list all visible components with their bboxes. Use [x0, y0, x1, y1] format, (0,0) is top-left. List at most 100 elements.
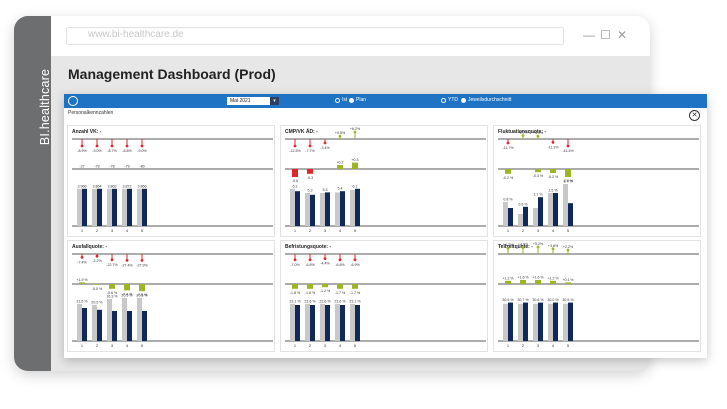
bar-value-label: 3.863: [108, 184, 117, 188]
mid-delta-bar: [352, 162, 358, 169]
kpi-card[interactable]: Ausfallquote: --7.4%+1.9 %21.5 %1-2.2%-0…: [67, 240, 275, 352]
refresh-icon[interactable]: [68, 96, 78, 106]
top-delta-label: +4.2%: [503, 243, 514, 247]
radio-ist[interactable]: [335, 98, 340, 103]
top-delta-dot: [536, 245, 540, 249]
x-tick-label: 2: [522, 343, 525, 348]
bar-current: [97, 309, 102, 341]
top-delta-label: +6.2%: [350, 127, 361, 131]
bar-current: [112, 188, 117, 226]
mid-delta-label: +1.2 %: [502, 276, 514, 280]
bar-current: [538, 197, 543, 226]
bar-previous: [320, 193, 325, 226]
top-delta-label: +5.2%: [533, 242, 544, 246]
kpi-card[interactable]: Fluktuationsquote: --11.7%-0.2 %0.8 %1-8…: [493, 125, 701, 237]
bar-value-label: 23.6 %: [319, 299, 331, 303]
minimize-button[interactable]: —: [583, 28, 595, 42]
kpi-title: Befristungsquote: -: [285, 244, 332, 250]
mid-delta-bar: [79, 282, 85, 284]
bar-current: [553, 193, 558, 226]
radio-jeweils[interactable]: [461, 98, 466, 103]
kpi-card[interactable]: Teilzeitquote: -+4.2%+1.2 %30.5 %1+4.9%+…: [493, 240, 701, 352]
bar-value-label: 23.1 %: [289, 299, 301, 303]
bar-value-label: 0.5 %: [518, 202, 528, 206]
bar-previous: [320, 303, 325, 341]
address-bar[interactable]: www.bi-healthcare.de: [66, 27, 564, 45]
top-delta-label: -8.7%: [107, 149, 117, 153]
x-tick-label: 3: [324, 228, 327, 233]
top-delta-dot: [125, 259, 129, 262]
bar-previous: [533, 303, 538, 341]
maximize-button[interactable]: ☐: [600, 28, 611, 42]
bar-value-label: 1.5 %: [548, 189, 558, 193]
mid-delta-bar: [307, 169, 313, 174]
top-delta-dot: [110, 258, 114, 262]
x-tick-label: 4: [126, 343, 129, 348]
kpi-chart: -11.7%-0.2 %0.8 %1-8.2%0.5 %2+5.1%-0.3 %…: [498, 131, 699, 233]
top-delta-label: -22.7%: [106, 263, 118, 267]
mid-delta-label: -1.8 %: [305, 291, 316, 295]
close-window-button[interactable]: ✕: [617, 28, 628, 42]
top-delta-dot: [308, 258, 312, 262]
close-panel-button[interactable]: ✕: [689, 110, 700, 121]
bar-value-label: 16.3 %: [106, 295, 118, 299]
month-select[interactable]: Mai 2021: [227, 97, 270, 105]
bar-previous: [518, 303, 523, 341]
x-tick-label: 1: [507, 228, 510, 233]
bar-current: [355, 188, 360, 226]
bar-current: [355, 305, 360, 341]
mid-delta-label: +1.9 %: [76, 278, 88, 282]
bar-current: [325, 192, 330, 226]
bar-current: [340, 191, 345, 226]
bar-value-label: 30.0 %: [547, 298, 559, 302]
mid-delta-bar: [520, 280, 526, 284]
bar-value-label: 1.7 %: [563, 180, 573, 184]
top-delta-dot: [551, 141, 555, 144]
bar-current: [97, 188, 102, 226]
x-tick-label: 5: [567, 343, 570, 348]
mid-delta-label: +1.2 %: [547, 276, 559, 280]
bar-value-label: 5.3: [323, 188, 328, 192]
month-dropdown-button[interactable]: ▾: [270, 97, 279, 105]
top-delta-dot: [140, 259, 144, 262]
top-delta-label: -11.7%: [502, 146, 514, 150]
bar-current: [523, 302, 528, 341]
bar-current: [142, 311, 147, 341]
mid-delta-label: -0.3: [307, 176, 313, 180]
top-delta-dot: [308, 144, 312, 148]
bar-previous: [92, 305, 97, 341]
mid-delta-bar: [292, 169, 298, 177]
mid-delta-bar: [94, 284, 100, 285]
bar-previous: [77, 188, 82, 226]
bar-value-label: 1.1 %: [533, 193, 543, 197]
radio-plan[interactable]: [349, 98, 354, 103]
mid-delta-bar: [550, 169, 556, 173]
bar-value-label: 21.5 %: [76, 299, 88, 303]
bar-previous: [350, 303, 355, 341]
bar-current: [127, 311, 132, 341]
top-delta-label: -7.7%: [305, 149, 315, 153]
x-tick-label: 5: [567, 228, 570, 233]
bar-previous: [92, 188, 97, 226]
bar-value-label: 30.6 %: [532, 298, 544, 302]
bar-previous: [305, 193, 310, 226]
mid-delta-label: -7.5 %: [137, 293, 148, 297]
bar-current: [508, 208, 513, 226]
bar-value-label: 20.5 %: [121, 293, 133, 297]
mid-delta-label: -1.8 %: [290, 291, 301, 295]
bar-current: [310, 194, 315, 226]
top-delta-dot: [521, 246, 525, 249]
bar-current: [568, 203, 573, 226]
mid-delta-label: -0.3 %: [548, 175, 559, 179]
filter-toolbar: Mai 2021 ▾ Ist Plan YTD Jeweilsdurchschn…: [64, 94, 707, 108]
bar-previous: [137, 297, 142, 341]
mid-delta-label: -79: [94, 165, 99, 169]
top-delta-label: -27.9%: [136, 263, 148, 267]
radio-ytd[interactable]: [441, 98, 446, 103]
top-delta-label: -4.4%: [320, 262, 330, 266]
top-delta-label: -7.4%: [77, 260, 87, 264]
bar-previous: [350, 190, 355, 226]
kpi-card[interactable]: Befristungsquote: --7.0%-1.8 %23.1 %1-6.…: [280, 240, 488, 352]
